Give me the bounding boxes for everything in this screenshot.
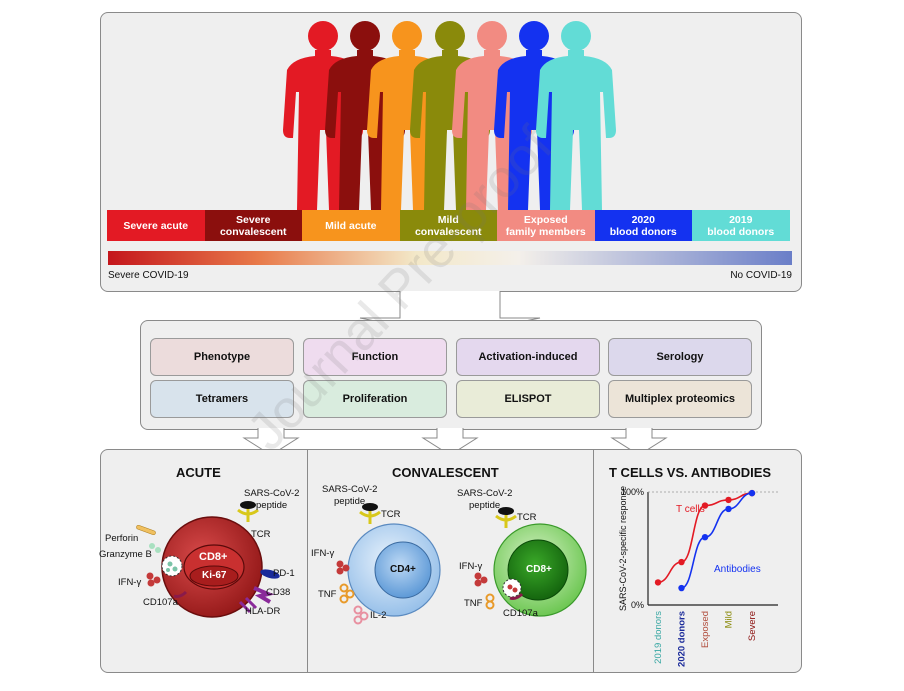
hladr-icon — [238, 596, 258, 614]
ifng-icon — [336, 560, 350, 575]
series-line-1 — [681, 492, 753, 589]
tcr-label: TCR — [251, 529, 271, 540]
convalescent-title: CONVALESCENT — [392, 465, 499, 480]
granule-icon — [161, 555, 183, 577]
perforin-label: Perforin — [105, 533, 139, 544]
method-serology: Serology — [608, 338, 752, 376]
ifng-icon — [474, 572, 488, 587]
ifng-icon — [146, 572, 161, 587]
x-tick-label: Severe — [747, 611, 758, 641]
method-function: Function — [303, 338, 447, 376]
acute-cd8-cell — [136, 501, 280, 618]
tcr-icon — [495, 507, 517, 528]
gradient-left-label: Severe COVID-19 — [108, 270, 189, 281]
cd107a-label: CD107a — [143, 597, 178, 608]
pd1-label: PD-1 — [273, 568, 295, 579]
cohort-label: Mild acute — [302, 210, 400, 241]
sars-label: peptide — [334, 496, 366, 507]
tcr-label: TCR — [517, 512, 537, 523]
tcr-icon — [237, 501, 259, 522]
x-tick-label: Exposed — [700, 611, 711, 648]
ifng-label: IFN-γ — [311, 548, 335, 559]
data-point — [701, 534, 709, 541]
cd107a-label: CD107a — [503, 608, 538, 619]
data-point — [701, 502, 709, 509]
data-point — [678, 558, 685, 566]
tnf-label: TNF — [318, 589, 337, 600]
hladr-label: HLA-DR — [245, 606, 281, 617]
series-label: Antibodies — [714, 564, 761, 575]
tnf-icon — [485, 593, 495, 610]
acute-title: ACUTE — [176, 465, 221, 480]
granzyme-label: Granzyme B — [99, 549, 152, 560]
sars-label: peptide — [256, 500, 288, 511]
data-point — [725, 505, 732, 513]
tnf-label: TNF — [464, 598, 483, 609]
cohort-label: Exposed family members — [497, 210, 595, 241]
cd38-icon — [253, 586, 275, 604]
cohort-label: Severe convalescent — [204, 210, 302, 241]
data-point — [678, 584, 685, 592]
y-axis-label: SARS-CoV-2-specific response — [618, 486, 628, 611]
section-divider — [307, 450, 308, 672]
x-tick-label: Mild — [724, 611, 735, 628]
tnf-icon — [339, 583, 355, 604]
sars-label: SARS-CoV-2 — [457, 488, 513, 499]
severity-gradient-bar — [108, 251, 792, 265]
data-point — [654, 579, 662, 586]
cohort-label: 2020 blood donors — [594, 210, 692, 241]
method-phenotype: Phenotype — [150, 338, 294, 376]
series-label: T cells — [676, 504, 705, 515]
cd8-cell-label: CD8+ — [526, 564, 552, 575]
tcr-label: TCR — [381, 509, 401, 520]
sars-label: peptide — [469, 500, 501, 511]
data-point — [748, 489, 756, 497]
method-activation-induced: Activation-induced — [456, 338, 600, 376]
acute-cell-label: CD8+ — [199, 551, 228, 563]
pd1-icon — [260, 569, 280, 579]
data-point — [725, 496, 732, 504]
y-tick-label: 0% — [631, 600, 644, 610]
method-multiplex-proteomics: Multiplex proteomics — [608, 380, 752, 418]
cd38-label: CD38 — [266, 587, 291, 598]
cohort-label: 2019 blood donors — [692, 210, 790, 241]
chart-title: T CELLS VS. ANTIBODIES — [609, 465, 772, 480]
acute-nucleus-label: Ki-67 — [202, 570, 227, 581]
sars-label: SARS-CoV-2 — [244, 488, 300, 499]
method-tetramers: Tetramers — [150, 380, 294, 418]
tcr-icon — [359, 503, 381, 524]
ifng-label: IFN-γ — [118, 577, 142, 588]
granzyme-icon — [149, 543, 161, 553]
cd107a-icon — [173, 590, 188, 598]
cohort-label: Severe acute — [107, 210, 205, 241]
response-chart: 0% 100%SARS-CoV-2-specific response 2019 d… — [618, 486, 778, 667]
method-elispot: ELISPOT — [456, 380, 600, 418]
ifng-label: IFN-γ — [459, 561, 483, 572]
convalescent-cells — [336, 503, 587, 625]
x-tick-label: 2020 donors — [677, 611, 688, 667]
cohort-label: Mild convalescent — [399, 210, 497, 241]
perforin-icon — [136, 524, 156, 536]
method-proliferation: Proliferation — [303, 380, 447, 418]
sars-label: SARS-CoV-2 — [322, 484, 378, 495]
section-divider — [593, 450, 594, 672]
x-tick-label: 2019 donors — [653, 611, 664, 664]
il2-icon — [353, 605, 369, 625]
y-tick-label: 100% — [621, 487, 644, 497]
cd4-cell-label: CD4+ — [390, 564, 416, 575]
granule-icon — [502, 578, 522, 598]
il2-label: IL-2 — [370, 610, 387, 621]
gradient-right-label: No COVID-19 — [730, 270, 792, 281]
cd107a-icon — [509, 592, 524, 600]
